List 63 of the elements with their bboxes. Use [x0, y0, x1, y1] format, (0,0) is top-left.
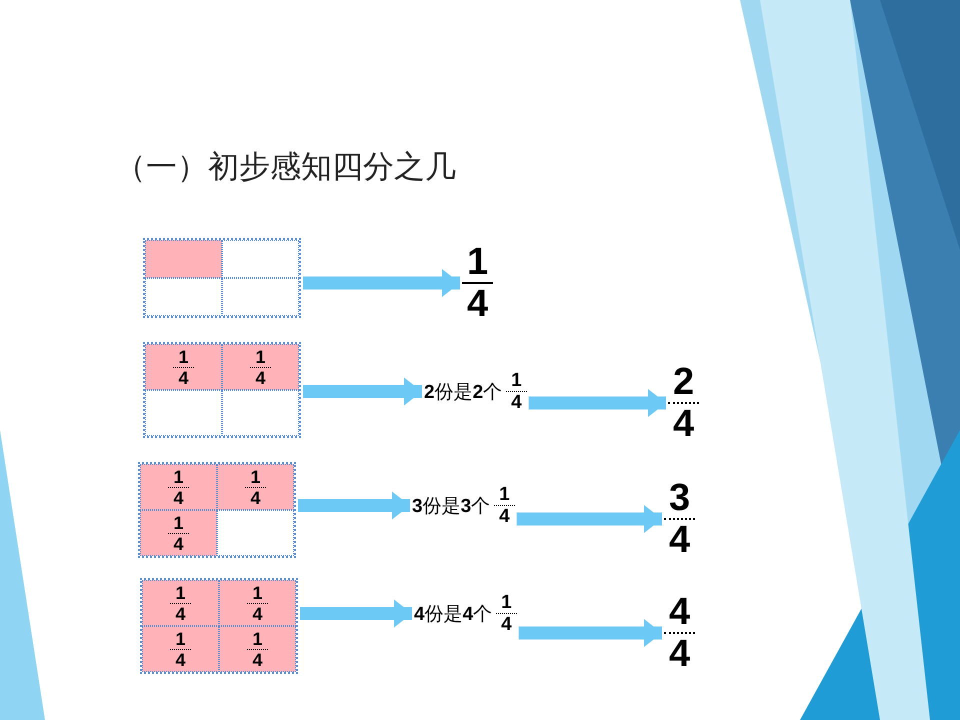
shaded-grid-cell [145, 240, 222, 278]
grid-cell [222, 390, 299, 436]
fraction-numerator: 4 [664, 592, 696, 634]
fraction-numerator: 1 [494, 484, 515, 506]
fraction-numerator: 1 [170, 582, 190, 604]
fraction-numerator: 1 [168, 466, 188, 488]
fraction-numerator: 1 [173, 346, 194, 368]
shaded-grid-cell [145, 344, 222, 390]
fraction-denominator: 4 [252, 604, 262, 624]
shaded-grid-cell [217, 464, 294, 510]
fraction-denominator: 4 [252, 650, 262, 670]
grid-cell [222, 240, 299, 278]
fraction-numerator: 2 [668, 362, 700, 404]
fraction-numerator: 1 [250, 346, 270, 368]
fraction-denominator: 4 [511, 392, 522, 413]
fraction-numerator: 1 [506, 370, 527, 392]
grid-frame [140, 578, 298, 674]
fraction-numerator: 1 [170, 628, 190, 650]
fraction-numerator: 1 [247, 628, 268, 650]
block-arrow [300, 600, 412, 628]
fraction-denominator: 4 [173, 534, 184, 554]
fraction-denominator: 4 [175, 604, 186, 624]
slide-title: （一）初步感知四分之几 [115, 148, 456, 186]
sentence-text: 3份是3个 [412, 494, 490, 518]
block-arrow [298, 492, 410, 520]
shaded-grid-cell [142, 580, 219, 626]
fraction-denominator: 4 [255, 368, 266, 388]
fraction-numerator: 1 [496, 592, 517, 614]
shaded-grid-cell [219, 626, 296, 672]
fraction-denominator: 4 [178, 368, 188, 388]
fraction-denominator: 4 [250, 488, 260, 508]
shaded-grid-cell [219, 580, 296, 626]
fraction-numerator: 1 [247, 582, 268, 604]
fraction-denominator: 4 [173, 488, 184, 508]
shaded-grid-cell [140, 510, 217, 556]
block-arrow [516, 505, 662, 533]
grid-frame [143, 342, 301, 438]
fraction-numerator: 3 [664, 478, 696, 520]
grid-cell [222, 278, 299, 316]
grid-cell [145, 390, 222, 436]
block-arrow [303, 269, 460, 297]
fraction-denominator: 4 [669, 520, 690, 560]
fraction-denominator: 4 [501, 614, 512, 635]
fraction-numerator: 1 [462, 242, 494, 284]
block-arrow [518, 619, 662, 647]
shaded-grid-cell [140, 464, 217, 510]
sentence-text: 4份是4个 [414, 602, 492, 626]
fraction-denominator: 4 [467, 284, 488, 324]
fraction-denominator: 4 [175, 650, 186, 670]
fraction-denominator: 4 [669, 634, 690, 674]
grid-frame [143, 238, 301, 318]
fraction-denominator: 4 [673, 404, 694, 444]
shaded-grid-cell [142, 626, 219, 672]
fraction-denominator: 4 [499, 506, 510, 527]
fraction-numerator: 1 [168, 512, 188, 534]
block-arrow [303, 378, 422, 406]
grid-cell [217, 510, 294, 556]
shaded-grid-cell [222, 344, 299, 390]
sentence-text: 2份是2个 [424, 380, 502, 404]
grid-cell [145, 278, 222, 316]
grid-frame [138, 462, 296, 558]
fraction-numerator: 1 [245, 466, 266, 488]
block-arrow [528, 389, 666, 417]
